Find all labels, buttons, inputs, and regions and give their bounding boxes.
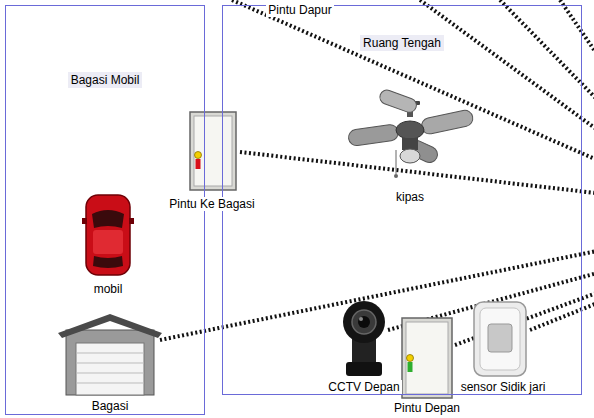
wireless-line	[232, 0, 594, 205]
sensor-device: sensor Sidik jari	[457, 302, 550, 394]
room-label: Pintu Dapur	[266, 3, 333, 17]
door-icon	[402, 318, 452, 398]
fan-device: kipas	[348, 102, 472, 204]
wireless-line	[500, 0, 594, 205]
wireless-line	[560, 0, 594, 205]
node-label: Pintu Ke Bagasi	[167, 197, 256, 211]
garage-icon	[58, 314, 162, 395]
door-icon	[190, 112, 236, 190]
node-label: CCTV Depan	[326, 380, 401, 394]
wireless-line	[530, 262, 594, 330]
label-holder: Pintu Dapur	[266, 0, 333, 18]
sensor-icon	[474, 302, 526, 376]
car-icon	[82, 195, 134, 275]
room-region: Ruang TengahkipasCCTV DepanPintu Depanse…	[222, 5, 582, 395]
garage-device: Bagasi	[58, 314, 162, 413]
camera-icon	[343, 301, 385, 376]
node-label: Pintu Depan	[392, 401, 462, 415]
door-device: Pintu Depan	[390, 318, 464, 415]
node-label: Bagasi Mobil	[68, 72, 143, 88]
wireless-links	[160, 0, 594, 345]
node-label: Ruang Tengah	[360, 35, 444, 51]
node-label: mobil	[92, 282, 125, 296]
node-label: kipas	[394, 190, 426, 204]
car-device: mobil	[84, 195, 132, 296]
node-label: Bagasi	[90, 399, 131, 413]
fan-icon	[347, 88, 474, 178]
door-device: Pintu Ke Bagasi	[165, 112, 258, 211]
camera-device: CCTV Depan	[324, 300, 403, 394]
node-label: sensor Sidik jari	[459, 380, 548, 394]
